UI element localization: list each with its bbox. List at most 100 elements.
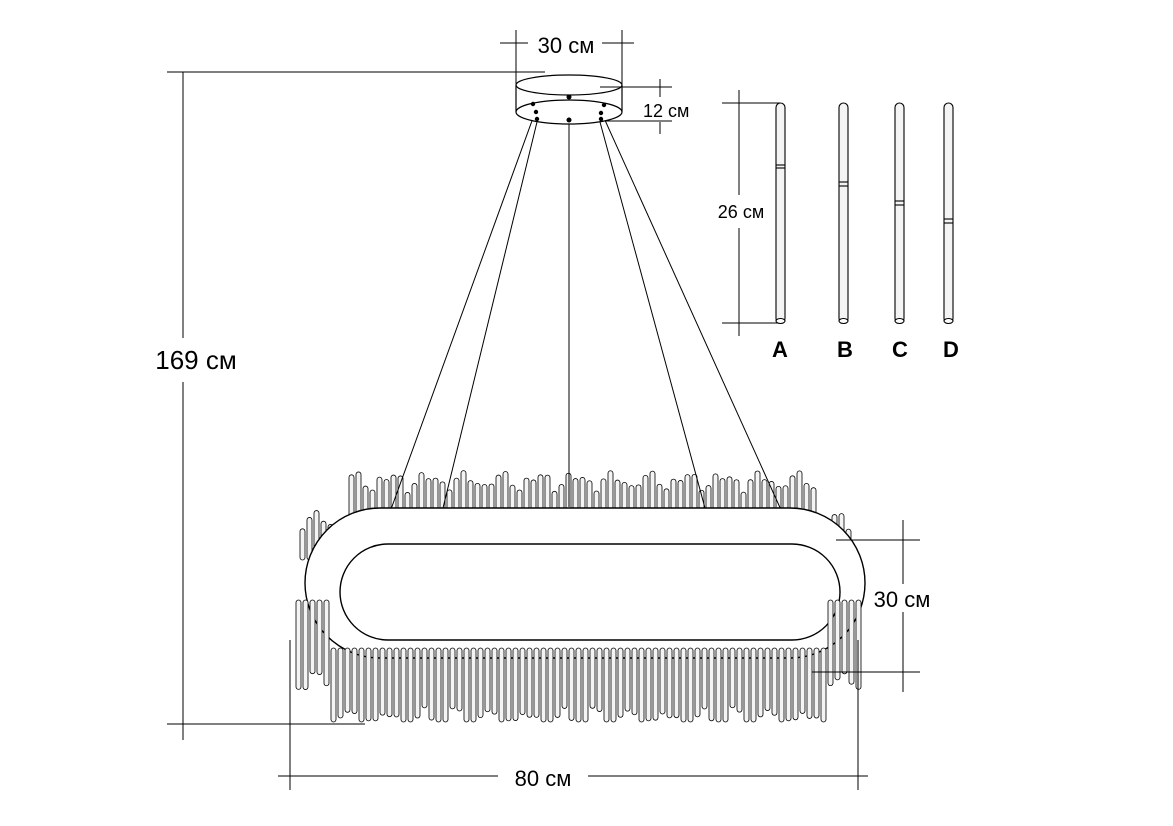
crystal-rod [638, 647, 645, 723]
crystal-rod [736, 647, 743, 713]
crystal-rod [337, 647, 344, 719]
crystal-rod [414, 647, 421, 719]
crystal-rod [491, 647, 498, 715]
crystal-rod [477, 647, 484, 719]
crystal-rod [505, 647, 512, 722]
canopy-screw [566, 117, 572, 123]
crystal-rod [596, 647, 603, 712]
crystal-rod [603, 647, 610, 723]
rod-type-label: D [943, 337, 959, 362]
crystal-rod [379, 647, 386, 716]
canopy-screw [601, 102, 607, 108]
crystal-rod [771, 647, 778, 716]
crystal-rod [344, 647, 351, 713]
wire-left-outer [389, 117, 534, 513]
crystal-rod [400, 647, 407, 723]
crystal-rod [442, 647, 449, 723]
crystal-rod [792, 647, 799, 721]
crystal-rod [449, 647, 456, 710]
ceiling-canopy [515, 74, 623, 125]
canopy-screw [598, 116, 604, 122]
crystal-rod [764, 647, 771, 711]
crystal-rod [526, 647, 533, 718]
wire-left-inner [442, 121, 538, 509]
crystal-rod [841, 599, 848, 675]
crystal-rod [659, 647, 666, 715]
ring-inner [339, 543, 841, 641]
crystal-rod [470, 647, 477, 723]
suspension-wires [389, 117, 783, 513]
rod-b [838, 102, 849, 325]
crystal-rod [498, 647, 505, 723]
chandelier-ring [304, 507, 866, 659]
crystal-rod [827, 599, 834, 687]
crystal-rod [456, 647, 463, 712]
canopy-screw [533, 109, 539, 115]
crystal-rod [834, 599, 841, 681]
crystal-rod [680, 647, 687, 723]
crystal-rod [386, 647, 393, 718]
rod-c [894, 102, 905, 325]
rod-type-label: A [772, 337, 788, 362]
crystal-rod [785, 647, 792, 722]
crystal-rod [799, 647, 806, 714]
canopy-diameter-label: 30 см [538, 33, 595, 58]
canopy-screw [566, 94, 572, 100]
crystal-rod [316, 599, 323, 675]
crystal-rod [820, 647, 827, 723]
crystal-rod [512, 647, 519, 721]
crystal-rod [372, 647, 379, 722]
crystal-rod [428, 647, 435, 721]
crystal-rod [351, 647, 358, 714]
crystal-rod [848, 599, 855, 685]
crystal-rod [729, 647, 736, 709]
crystal-rod [694, 647, 701, 718]
crystal-rod [358, 647, 365, 723]
crystal-rod [687, 647, 694, 723]
crystal-rod [393, 647, 400, 718]
crystal-rods-front [295, 599, 862, 723]
canopy-screw [534, 116, 540, 122]
crystal-rod [624, 647, 631, 712]
crystal-rod [568, 647, 575, 721]
crystal-rod [463, 647, 470, 723]
rod-type-label: B [837, 337, 853, 362]
crystal-rod [708, 647, 715, 722]
crystal-rod [743, 647, 750, 723]
crystal-rod [610, 647, 617, 723]
crystal-rod [666, 647, 673, 719]
crystal-rod [589, 647, 596, 709]
crystal-rod [407, 647, 414, 723]
crystal-rod [299, 528, 306, 561]
crystal-rod [750, 647, 757, 723]
crystal-rod [309, 599, 316, 675]
crystal-rod [554, 647, 561, 718]
crystal-rod [806, 647, 813, 719]
canopy-top [515, 74, 623, 96]
crystal-rod [323, 599, 330, 687]
crystal-rod [540, 647, 547, 723]
wire-right-inner [599, 121, 706, 509]
crystal-rod [533, 647, 540, 718]
crystal-rod [365, 647, 372, 722]
crystal-rod [645, 647, 652, 722]
crystal-rod [519, 647, 526, 715]
rod-d [943, 102, 954, 325]
crystal-rod [421, 647, 428, 709]
crystal-rod [722, 647, 729, 723]
crystal-rod [575, 647, 582, 723]
canopy-screw [530, 101, 536, 107]
crystal-rod [547, 647, 554, 723]
crystal-rod [582, 647, 589, 723]
crystal-rod [778, 647, 785, 723]
crystal-rod [631, 647, 638, 716]
total-height-label: 169 см [155, 345, 236, 375]
crystal-rod [617, 647, 624, 718]
crystal-rod [435, 647, 442, 723]
ring-height-label: 30 см [874, 587, 931, 612]
dimension-lines [167, 30, 920, 790]
rod-types [775, 102, 954, 325]
crystal-rod [330, 647, 337, 723]
rod-a [775, 102, 786, 325]
